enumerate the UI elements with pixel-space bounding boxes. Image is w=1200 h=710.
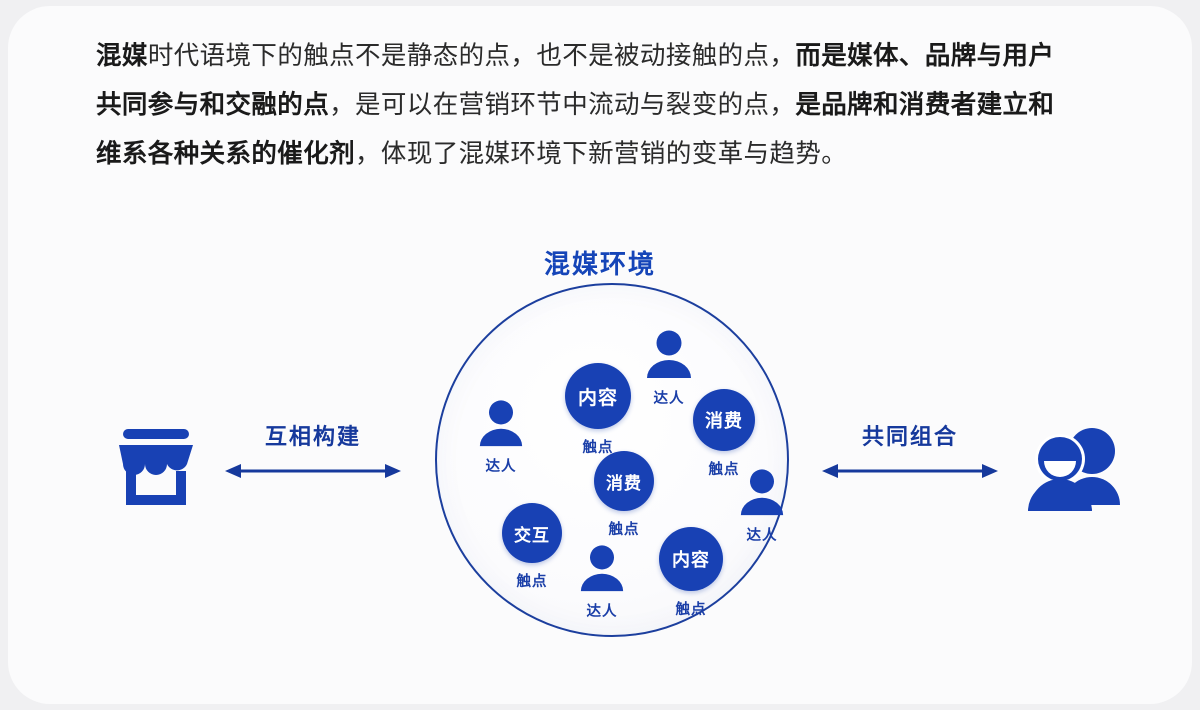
touchpoint-bubble[interactable]: 内容 [659, 527, 723, 591]
right-flow-label: 共同组合 [861, 424, 958, 449]
influencer-label: 达人 [586, 604, 618, 620]
influencer-node[interactable]: 达人 [643, 328, 695, 408]
touchpoint-node[interactable]: 内容 触点 [565, 363, 631, 457]
touchpoint-bubble[interactable]: 消费 [594, 451, 654, 511]
paragraph-line-2-bold-lead: 共同参与和交融的点 [96, 91, 330, 119]
storefront-icon [111, 426, 201, 513]
environment-title: 混媒环境 [543, 249, 656, 279]
touchpoint-node[interactable]: 消费 触点 [594, 451, 654, 539]
touchpoint-label: 触点 [608, 522, 640, 538]
paragraph-line-3-text: ，体现了混媒环境下新营销的变革与趋势。 [355, 140, 848, 168]
influencer-label: 达人 [485, 459, 517, 475]
paragraph-line-3: 维系各种关系的催化剂，体现了混媒环境下新营销的变革与趋势。 [96, 130, 1136, 179]
intro-paragraph: 混媒时代语境下的触点不是静态的点，也不是被动接触的点，而是媒体、品牌与用户 共同… [96, 32, 1136, 179]
paragraph-line-1: 混媒时代语境下的触点不是静态的点，也不是被动接触的点，而是媒体、品牌与用户 [96, 32, 1136, 81]
paragraph-line-2: 共同参与和交融的点，是可以在营销环节中流动与裂变的点，是品牌和消费者建立和 [96, 81, 1136, 130]
left-double-arrow-icon [225, 464, 401, 478]
mixed-media-environment-circle: 内容 触点 消费 触点 消费 触点 交互 触点 内容 触点 [435, 283, 789, 637]
paragraph-line-2-text: ，是可以在营销环节中流动与裂变的点， [329, 91, 796, 119]
influencer-node[interactable]: 达人 [577, 543, 627, 621]
paragraph-line-1-bold-tail: 而是媒体、品牌与用户 [795, 42, 1055, 70]
touchpoint-node[interactable]: 消费 触点 [693, 389, 755, 479]
touchpoint-diagram: 混媒环境 互相构建 共同组合 [8, 201, 1192, 681]
paragraph-line-1-text: 时代语境下的触点不是静态的点，也不是被动接触的点， [147, 42, 796, 70]
person-icon [740, 469, 784, 516]
influencer-node[interactable]: 达人 [476, 398, 526, 476]
touchpoint-bubble[interactable]: 内容 [565, 363, 631, 429]
touchpoint-node[interactable]: 交互 触点 [502, 503, 562, 591]
influencer-node[interactable]: 达人 [737, 467, 787, 545]
person-icon [647, 330, 691, 378]
paragraph-line-3-bold-lead: 维系各种关系的催化剂 [96, 140, 356, 168]
touchpoint-bubble[interactable]: 消费 [693, 389, 755, 451]
person-icon [580, 545, 624, 592]
content-card: 混媒时代语境下的触点不是静态的点，也不是被动接触的点，而是媒体、品牌与用户 共同… [8, 6, 1192, 704]
right-double-arrow-icon [822, 464, 998, 478]
left-flow: 互相构建 [223, 419, 403, 479]
touchpoint-label: 触点 [708, 462, 740, 478]
person-icon [479, 400, 523, 447]
users-icon [1024, 423, 1124, 516]
touchpoint-bubble[interactable]: 交互 [502, 503, 562, 563]
influencer-label: 达人 [653, 391, 685, 407]
left-flow-label: 互相构建 [264, 424, 361, 449]
right-flow: 共同组合 [820, 419, 1000, 479]
touchpoint-label: 触点 [582, 440, 614, 456]
touchpoint-label: 触点 [675, 602, 707, 618]
paragraph-line-2-bold-tail: 是品牌和消费者建立和 [795, 91, 1055, 119]
paragraph-line-1-bold-lead: 混媒 [96, 42, 148, 70]
touchpoint-node[interactable]: 内容 触点 [659, 527, 723, 619]
touchpoint-label: 触点 [516, 574, 548, 590]
influencer-label: 达人 [746, 528, 778, 544]
